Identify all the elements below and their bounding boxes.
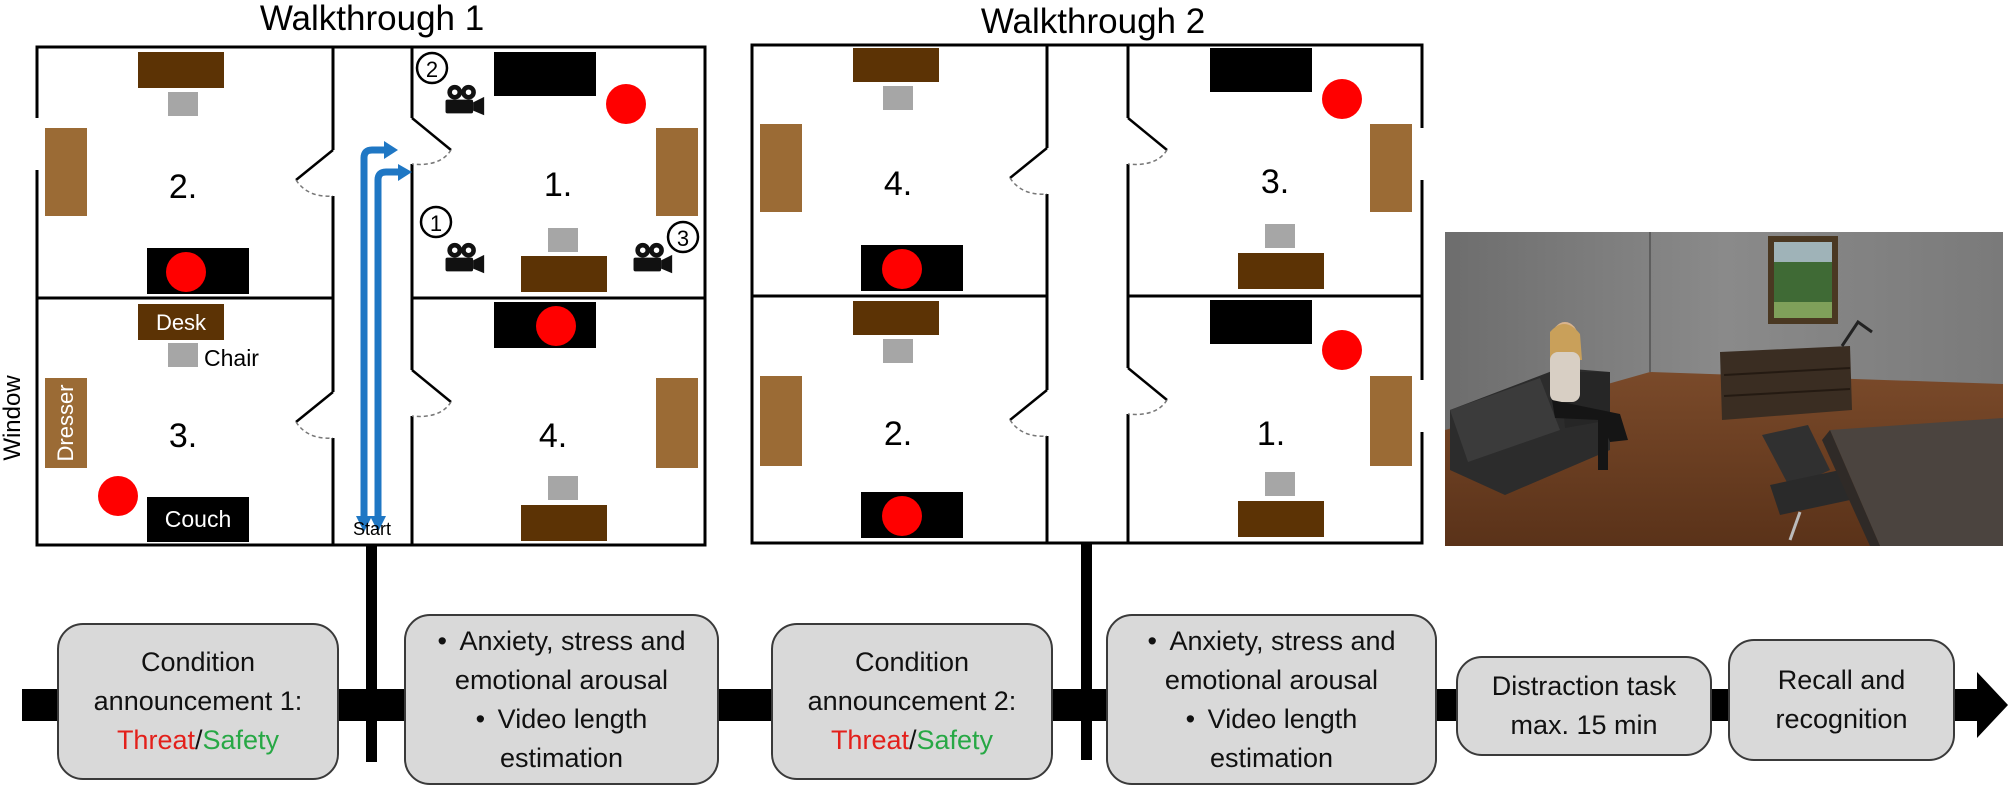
video-camera-icon bbox=[633, 242, 673, 274]
safety-label: Safety bbox=[202, 725, 280, 755]
step-line: Condition bbox=[140, 647, 256, 677]
chair-label: Chair bbox=[204, 345, 259, 371]
desk bbox=[853, 301, 939, 335]
alarm-dot bbox=[1322, 79, 1362, 119]
camera-number: 2 bbox=[426, 57, 438, 82]
couch bbox=[1210, 48, 1312, 92]
step-line: announcement 1: bbox=[93, 686, 303, 716]
camera-number: 3 bbox=[677, 226, 689, 251]
camera-2: 2 bbox=[415, 51, 485, 116]
step-line: Anxiety, stress and bbox=[1169, 625, 1396, 656]
dresser bbox=[45, 128, 87, 216]
dresser bbox=[760, 124, 802, 212]
chair bbox=[883, 339, 913, 363]
room-number: 2. bbox=[884, 415, 912, 453]
timeline-step-ratings-1: •Anxiety, stress and emotional arousal •… bbox=[404, 614, 719, 785]
safety-label: Safety bbox=[916, 725, 994, 755]
step-line: Distraction task bbox=[1491, 671, 1677, 701]
chair bbox=[883, 86, 913, 110]
room-number: 4. bbox=[539, 417, 567, 455]
timeline-step-condition-2: Condition announcement 2: Threat/Safety bbox=[771, 623, 1053, 780]
alarm-dot bbox=[606, 84, 646, 124]
dresser bbox=[45, 378, 87, 468]
floorplan-2: 4. 2. 3. 1. bbox=[750, 43, 1425, 545]
dresser bbox=[656, 378, 698, 468]
alarm-dot bbox=[882, 496, 922, 536]
room-number: 3. bbox=[1261, 163, 1289, 201]
step-line: Recall and bbox=[1777, 665, 1906, 695]
desk bbox=[853, 48, 939, 82]
room-number: 4. bbox=[884, 165, 912, 203]
alarm-dot bbox=[166, 252, 206, 292]
virtual-office-photo bbox=[1445, 232, 2003, 546]
alarm-dot bbox=[882, 249, 922, 289]
desk bbox=[1238, 501, 1324, 537]
dresser bbox=[1370, 376, 1412, 466]
couch bbox=[147, 497, 249, 542]
path-arrow bbox=[356, 141, 412, 532]
step-line: Anxiety, stress and bbox=[459, 625, 686, 656]
chair bbox=[168, 92, 198, 116]
timeline-step-recall: Recall and recognition bbox=[1728, 639, 1955, 761]
step-line: emotional arousal bbox=[1164, 664, 1379, 695]
camera-3: 3 bbox=[633, 220, 700, 274]
window-label: Window bbox=[0, 375, 26, 461]
video-camera-icon bbox=[445, 84, 485, 116]
walkthrough-2-title: Walkthrough 2 bbox=[981, 2, 1205, 41]
chair bbox=[1265, 472, 1295, 496]
room-number: 3. bbox=[169, 417, 197, 455]
start-label: Start bbox=[353, 519, 391, 539]
step-line: Video length bbox=[497, 703, 648, 734]
desk bbox=[138, 52, 224, 88]
step-line: announcement 2: bbox=[807, 686, 1017, 716]
step-line: emotional arousal bbox=[454, 664, 669, 695]
desk bbox=[138, 304, 224, 340]
chair bbox=[548, 228, 578, 252]
threat-label: Threat bbox=[116, 725, 195, 755]
threat-label: Threat bbox=[830, 725, 909, 755]
desk bbox=[1238, 253, 1324, 289]
couch bbox=[494, 52, 596, 96]
timeline-step-distraction: Distraction task max. 15 min bbox=[1456, 656, 1712, 756]
chair bbox=[548, 476, 578, 500]
desk-label: Desk bbox=[156, 310, 207, 335]
video-camera-icon bbox=[445, 242, 485, 274]
step-line: Condition bbox=[854, 647, 970, 677]
dresser bbox=[760, 376, 802, 466]
walkthrough-1-title: Walkthrough 1 bbox=[260, 0, 484, 38]
room-number: 1. bbox=[1257, 415, 1285, 453]
timeline-step-condition-1: Condition announcement 1: Threat/Safety bbox=[57, 623, 339, 780]
step-line: estimation bbox=[1209, 742, 1334, 773]
step-line: recognition bbox=[1775, 704, 1908, 734]
timeline-step-ratings-2: •Anxiety, stress and emotional arousal •… bbox=[1106, 614, 1437, 785]
camera-1: 1 bbox=[419, 205, 485, 274]
separator: / bbox=[194, 725, 203, 755]
room-number: 2. bbox=[169, 168, 197, 206]
dresser-label: Dresser bbox=[53, 384, 78, 461]
dresser bbox=[1370, 124, 1412, 212]
floorplan-1: 2. Desk Chair Dresser Couch 3. 1. 4. bbox=[34, 45, 707, 547]
dresser bbox=[656, 128, 698, 216]
camera-number: 1 bbox=[430, 211, 442, 236]
step-line: max. 15 min bbox=[1510, 710, 1658, 740]
separator: / bbox=[908, 725, 917, 755]
chair bbox=[168, 343, 198, 367]
desk bbox=[521, 256, 607, 292]
couch-label: Couch bbox=[165, 506, 231, 532]
alarm-dot bbox=[1322, 330, 1362, 370]
chair bbox=[1265, 224, 1295, 248]
step-line: Video length bbox=[1207, 703, 1358, 734]
step-line: estimation bbox=[499, 742, 624, 773]
desk bbox=[521, 505, 607, 541]
couch bbox=[1210, 300, 1312, 344]
alarm-dot bbox=[98, 476, 138, 516]
room-number: 1. bbox=[544, 166, 572, 204]
alarm-dot bbox=[536, 306, 576, 346]
